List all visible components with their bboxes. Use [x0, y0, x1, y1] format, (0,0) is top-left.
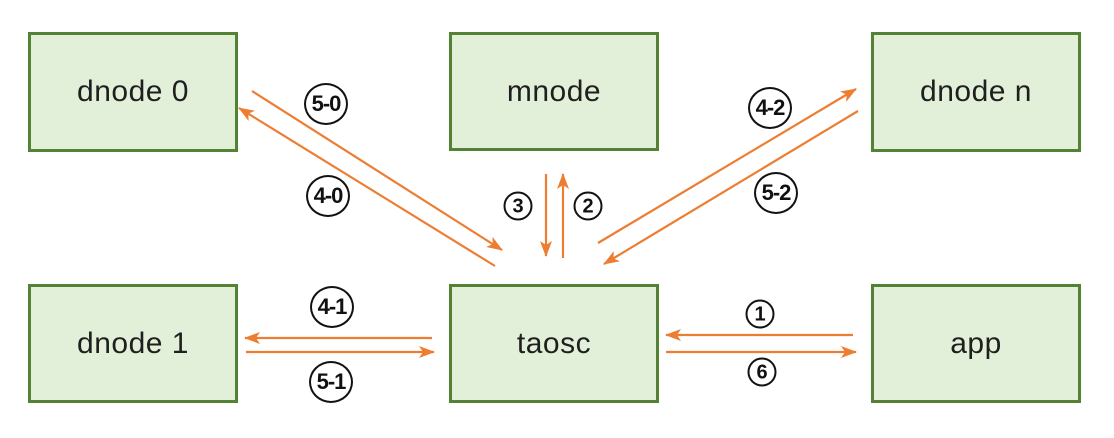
step-label-5-2: 5-2	[754, 172, 798, 214]
step-label-4-0: 4-0	[306, 175, 350, 217]
step-label-1: 1	[745, 299, 775, 329]
step-label-6: 6	[747, 357, 777, 387]
node-mnode: mnode	[449, 32, 659, 151]
step-label-4-2: 4-2	[748, 87, 792, 129]
arrow-taosc-to-dnoden	[597, 88, 857, 244]
node-dnode1: dnode 1	[28, 284, 238, 403]
node-dnoden: dnode n	[871, 32, 1081, 152]
step-label-5-0: 5-0	[304, 83, 348, 125]
node-app: app	[871, 284, 1081, 403]
step-label-2: 2	[573, 191, 603, 221]
node-taosc: taosc	[449, 284, 659, 403]
arrow-dnoden-to-taosc	[603, 110, 859, 265]
node-dnode0: dnode 0	[28, 32, 238, 152]
step-label-3: 3	[503, 191, 533, 221]
arrow-taosc-to-dnode0	[238, 107, 496, 267]
step-label-4-1: 4-1	[310, 286, 354, 328]
step-label-5-1: 5-1	[309, 361, 353, 403]
arrow-dnode0-to-taosc	[251, 90, 503, 251]
